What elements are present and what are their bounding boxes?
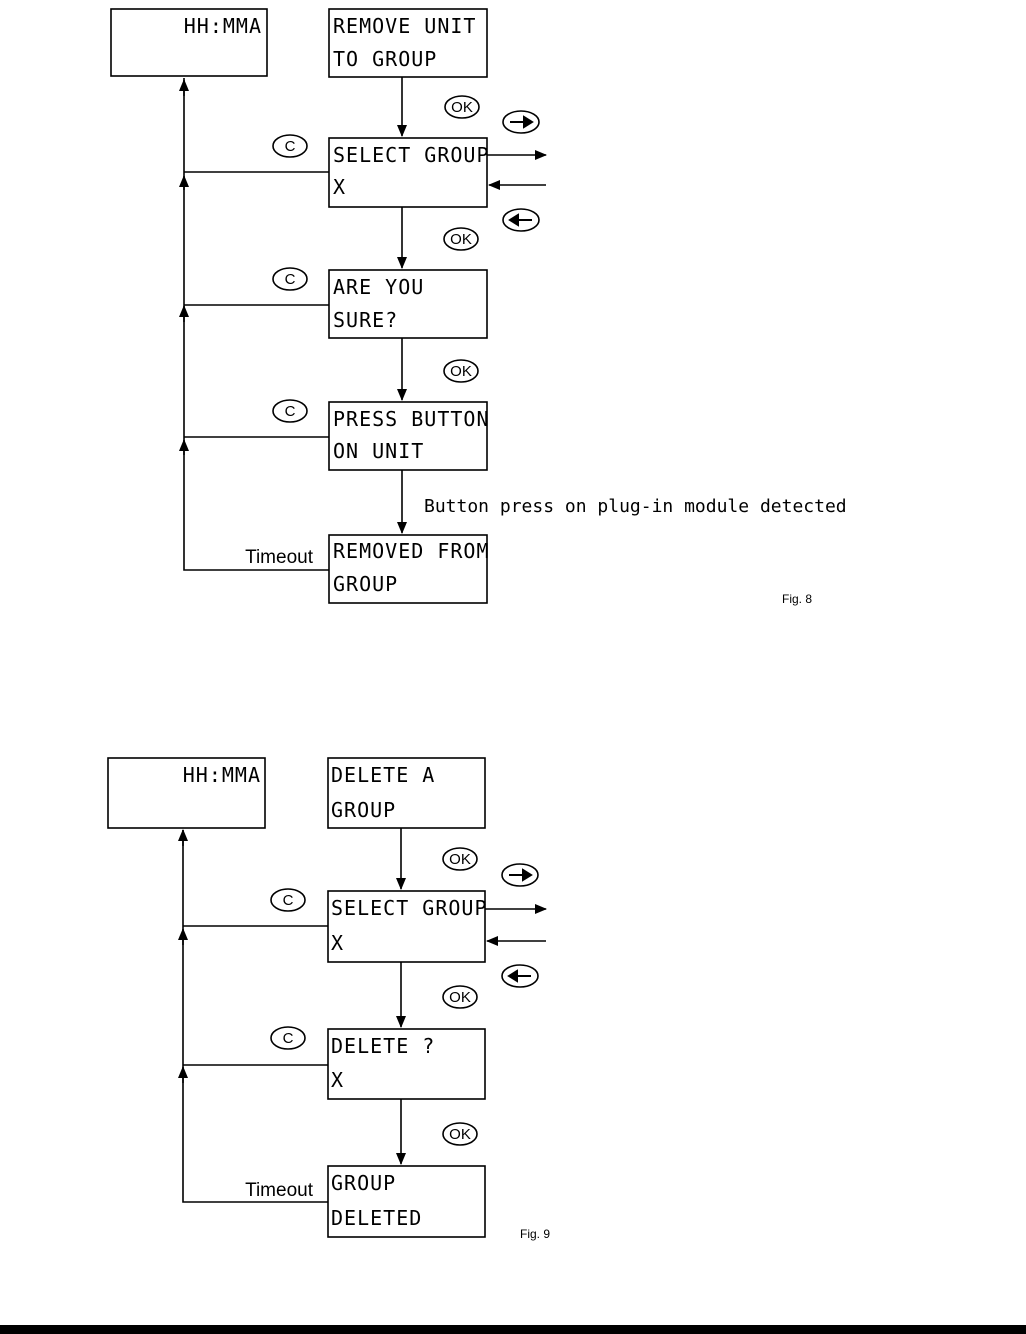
fig9-return-line [183,830,328,1202]
svg-text:C: C [285,403,296,420]
fig9-select-screen: SELECT GROUP X [328,891,488,962]
fig9-confirm-screen: DELETE ? X [328,1029,485,1099]
fig9-home-time: HH:MMA [183,763,261,787]
fig8-ok-key-1: OK [445,96,479,118]
fig9-confirm-line1: DELETE ? [331,1034,435,1058]
fig8-figure-label: Fig. 8 [782,592,812,606]
svg-text:OK: OK [449,851,471,868]
fig8-c-key-3: C [273,400,307,422]
page-bottom-rule [0,1325,1026,1334]
fig9-start-screen: DELETE A GROUP [328,758,485,828]
fig9-deleted-screen: GROUP DELETED [328,1166,485,1237]
fig8-removed-line2: GROUP [333,572,398,596]
svg-text:C: C [285,271,296,288]
fig8-removed-screen: REMOVED FROM GROUP [329,535,490,603]
fig8-select-line1: SELECT GROUP [333,143,490,167]
fig8-diagram: HH:MMA REMOVE UNIT TO GROUP SELECT GROUP… [111,9,847,606]
fig8-confirm-line2: SURE? [333,308,398,332]
fig8-right-arrow-key-icon [503,111,539,133]
fig9-start-line2: GROUP [331,798,396,822]
fig9-timeout-label: Timeout [245,1180,314,1201]
fig9-deleted-line1: GROUP [331,1171,396,1195]
fig9-diagram: HH:MMA DELETE A GROUP SELECT GROUP X DEL… [108,758,550,1241]
fig8-detect-note: Button press on plug-in module detected [424,496,847,517]
svg-text:C: C [283,1030,294,1047]
svg-text:C: C [285,138,296,155]
fig9-c-key-1: C [271,889,305,911]
fig8-press-screen: PRESS BUTTON ON UNIT [329,402,490,470]
fig9-left-arrow-key-icon [502,965,538,987]
fig9-deleted-line2: DELETED [331,1206,422,1230]
fig9-ok-key-1: OK [443,848,477,870]
fig8-confirm-screen: ARE YOU SURE? [329,270,487,338]
svg-text:OK: OK [449,1126,471,1143]
fig8-c-key-1: C [273,135,307,157]
svg-text:C: C [283,892,294,909]
svg-text:OK: OK [449,989,471,1006]
fig8-start-line1: REMOVE UNIT [333,14,476,38]
fig8-return-line [184,78,329,570]
fig9-select-line2: X [331,931,344,955]
fig8-ok-key-3: OK [444,360,478,382]
fig8-start-screen: REMOVE UNIT TO GROUP [329,9,487,77]
fig9-ok-key-2: OK [443,986,477,1008]
fig9-start-line1: DELETE A [331,763,435,787]
fig8-home-time: HH:MMA [184,14,262,38]
fig8-select-line2: X [333,175,346,199]
fig8-home-screen: HH:MMA [111,9,267,76]
fig8-start-line2: TO GROUP [333,47,437,71]
fig9-c-key-2: C [271,1027,305,1049]
fig8-left-arrow-key-icon [503,209,539,231]
fig8-removed-line1: REMOVED FROM [333,539,490,563]
fig8-select-screen: SELECT GROUP X [329,138,490,207]
fig8-timeout-label: Timeout [245,547,314,568]
fig9-confirm-line2: X [331,1068,344,1092]
fig9-select-line1: SELECT GROUP [331,896,488,920]
fig9-ok-key-3: OK [443,1123,477,1145]
svg-text:OK: OK [450,231,472,248]
fig8-press-line1: PRESS BUTTON [333,407,490,431]
fig8-press-line2: ON UNIT [333,439,424,463]
fig8-confirm-line1: ARE YOU [333,275,424,299]
fig9-right-arrow-key-icon [502,864,538,886]
svg-text:OK: OK [451,99,473,116]
fig8-c-key-2: C [273,268,307,290]
fig8-ok-key-2: OK [444,228,478,250]
svg-text:OK: OK [450,363,472,380]
fig9-figure-label: Fig. 9 [520,1227,550,1241]
fig9-home-screen: HH:MMA [108,758,265,828]
